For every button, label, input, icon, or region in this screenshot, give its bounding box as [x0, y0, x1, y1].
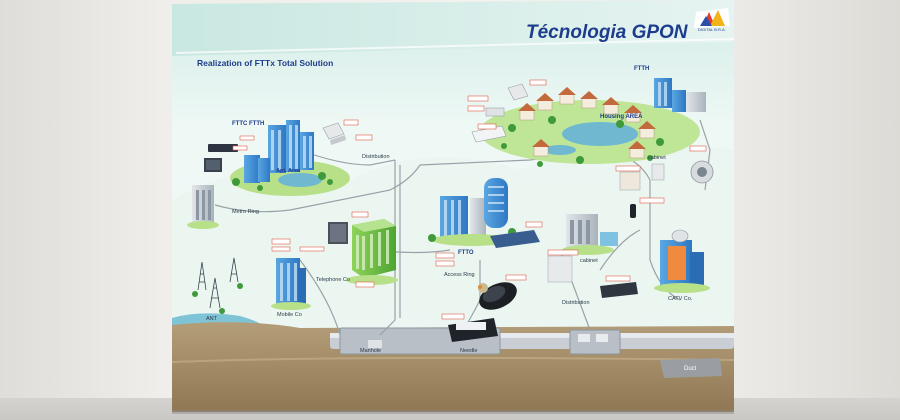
manhole-label: Manhole [360, 348, 381, 354]
manhole-box [368, 340, 382, 348]
housing-trees [501, 116, 664, 167]
duct-label-plate [660, 358, 722, 378]
housing-onu-devices [471, 83, 529, 143]
ground-layer-line [171, 356, 735, 363]
ant-label: ANT [206, 316, 218, 322]
logo: DIGITAL B.R.A. [694, 8, 730, 32]
duct-pipe [330, 327, 734, 355]
poster-subtitle: Realization of FTTx Total Solution [197, 58, 333, 68]
telephone-co-label: Telephone Co [316, 277, 350, 283]
ftto-buildings [428, 178, 516, 246]
right-cabinet-devices [615, 165, 665, 218]
fiber-cable-cross-section [478, 282, 517, 310]
header-divider [176, 38, 734, 54]
housing-area-pond-small [544, 145, 576, 155]
metro-building [187, 185, 219, 229]
center-cabinet-building [547, 214, 618, 283]
callout-tags-left [232, 119, 373, 151]
fttc-ftth-label: FTTC FTTH [232, 121, 264, 127]
apt-trees [232, 172, 333, 191]
duct-label: Duct [684, 366, 697, 372]
poster-title: Técnologia GPON [526, 22, 689, 43]
needle-device [441, 313, 498, 342]
antenna-towers [197, 257, 239, 309]
houses [518, 87, 656, 159]
catv-co-label: CATV Co. [668, 296, 693, 302]
ftto-label: FTTO [458, 250, 474, 256]
mobile-co-building [271, 258, 311, 310]
distribution-top-label: Distribution [362, 154, 390, 160]
callout-tags-access [435, 252, 527, 281]
onu-switch-ftto [490, 221, 543, 248]
access-ring-label: Access Ring [444, 272, 475, 278]
callout-tags-telco [351, 211, 375, 288]
cabinet-right-box [651, 163, 665, 181]
callout-tags-housing [467, 79, 547, 130]
ftth-towers [654, 78, 706, 112]
catv-co-building [654, 229, 710, 293]
metro-ring-label: Metro Ring [232, 209, 259, 215]
poster-base-shadow [172, 410, 734, 414]
distribution-rack [600, 275, 638, 298]
housing-area-label: Housing AREA [600, 114, 643, 120]
ftth-label: FTTH [634, 66, 649, 72]
apt-area-label: Apt. Area [276, 168, 301, 174]
callout-tags-mobile [271, 238, 325, 252]
apt-buildings [244, 120, 314, 183]
housing-area-pond [562, 122, 638, 146]
ont-devices-top [322, 122, 346, 145]
speaker-device [689, 145, 714, 184]
olt-rack-devices [204, 144, 238, 172]
cabinet-center-label: cabinet [580, 258, 598, 264]
needle-label: Needle [460, 348, 477, 354]
logo-text: DIGITAL B.R.A. [698, 27, 726, 32]
mobile-co-label: Mobile Co [277, 312, 302, 318]
cabinet-right-label: cabinet [648, 155, 666, 161]
antenna-shrubs [192, 283, 243, 314]
apt-area-pond [278, 173, 322, 187]
distribution-bottom-label: Distribution [562, 300, 590, 306]
